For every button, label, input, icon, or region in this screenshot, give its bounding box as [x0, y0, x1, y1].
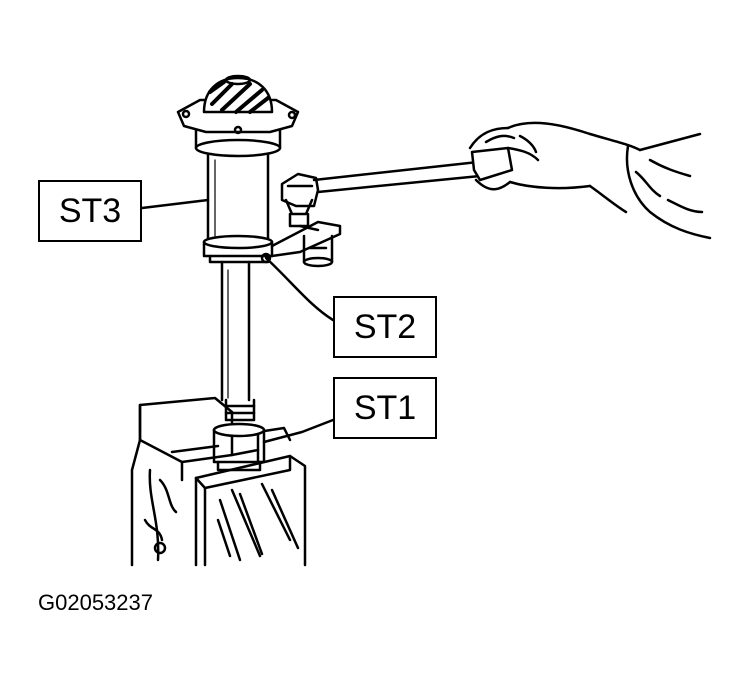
strut-shaft [212, 260, 266, 472]
hand [468, 121, 712, 240]
callout-st1-text: ST1 [353, 388, 417, 427]
leader-st3 [140, 198, 210, 210]
leader-st1 [262, 418, 335, 444]
callout-st1: ST1 [333, 377, 437, 439]
st2-clamp-arm [202, 220, 342, 268]
callout-st3: ST3 [38, 180, 142, 242]
bench-vise [130, 396, 307, 567]
wrench [280, 160, 482, 228]
callout-st3-text: ST3 [58, 191, 122, 230]
strut-upper-body [176, 74, 300, 242]
figure-code: G02053237 [38, 590, 153, 615]
callout-st2: ST2 [333, 296, 437, 358]
callout-st2-text: ST2 [353, 307, 417, 346]
leader-st2 [264, 256, 335, 322]
leader-lines [140, 198, 335, 444]
